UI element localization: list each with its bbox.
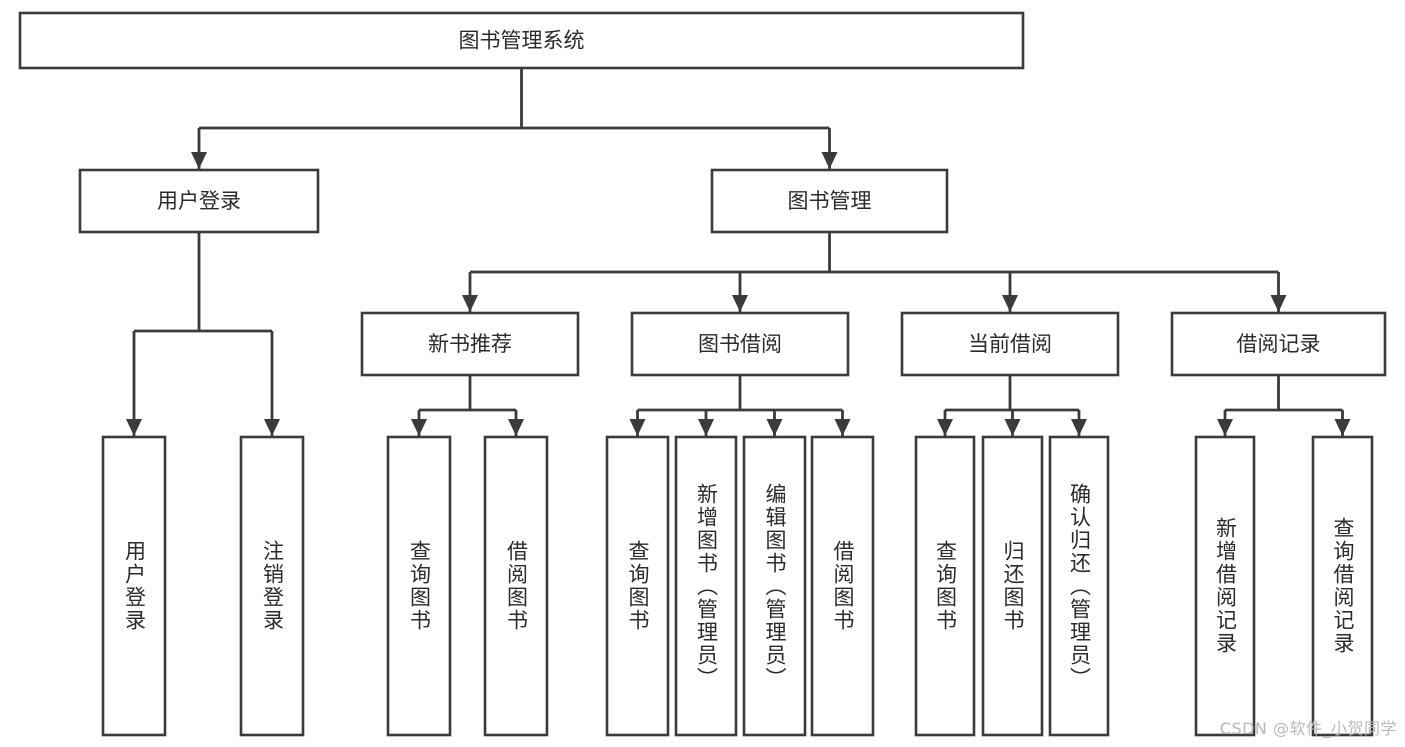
- arrowhead-to-leaf-add-book: [698, 419, 714, 436]
- arrowhead-to-leaf-user-logout: [264, 419, 280, 436]
- arrowhead-to-user-login: [191, 152, 207, 169]
- leaf-leaf-return-book-rect[interactable]: [981, 435, 1044, 737]
- arrowhead-to-borrow-record: [1270, 295, 1287, 312]
- connector-layer: [126, 68, 1351, 436]
- node-book-manage-label: 图书管理: [788, 189, 872, 213]
- node-book-manage-rect[interactable]: [710, 168, 949, 234]
- arrowhead-to-leaf-query-record: [1334, 419, 1351, 436]
- arrowhead-to-leaf-return-book: [1004, 419, 1021, 436]
- node-user-login[interactable]: [78, 168, 320, 234]
- arrowhead-to-leaf-query-book-1: [411, 419, 427, 436]
- leaf-leaf-add-book-rect[interactable]: [674, 435, 738, 737]
- arrowhead-to-leaf-borrow-book-2: [834, 419, 851, 436]
- node-book-borrow[interactable]: [630, 311, 850, 377]
- node-book-borrow-rect[interactable]: [630, 311, 850, 377]
- node-root-label: 图书管理系统: [459, 29, 585, 53]
- leaf-leaf-edit-book-rect[interactable]: [742, 435, 807, 737]
- node-borrow-record-rect[interactable]: [1170, 311, 1387, 377]
- node-borrow-record-label: 借阅记录: [1237, 332, 1321, 356]
- node-user-login-rect[interactable]: [78, 168, 320, 234]
- leaf-leaf-user-login-rect[interactable]: [101, 435, 167, 737]
- arrowhead-to-leaf-confirm-return: [1071, 419, 1087, 436]
- arrowhead-to-leaf-query-book-2: [629, 419, 646, 436]
- arrowhead-to-leaf-borrow-book-1: [508, 419, 524, 436]
- node-root[interactable]: [18, 11, 1025, 70]
- leaf-leaf-borrow-book-1-rect[interactable]: [483, 435, 549, 737]
- node-borrow-record[interactable]: [1170, 311, 1387, 377]
- node-current-borrow-label: 当前借阅: [968, 332, 1052, 356]
- leaf-leaf-query-record-rect[interactable]: [1311, 435, 1374, 737]
- node-root-rect[interactable]: [18, 11, 1025, 70]
- leaf-leaf-confirm-return-rect[interactable]: [1048, 435, 1110, 737]
- arrowhead-to-book-borrow: [732, 295, 748, 312]
- arrowhead-to-new-book-recommend: [462, 295, 478, 312]
- node-book-manage[interactable]: [710, 168, 949, 234]
- arrowhead-to-leaf-edit-book: [766, 419, 783, 436]
- leaf-leaf-user-logout-rect[interactable]: [239, 435, 305, 737]
- arrowhead-to-book-manage: [821, 152, 838, 169]
- node-user-login-label: 用户登录: [157, 189, 241, 213]
- leaf-leaf-query-book-3-rect[interactable]: [914, 435, 976, 737]
- node-current-borrow[interactable]: [900, 311, 1120, 377]
- arrowhead-to-leaf-user-login: [126, 419, 142, 436]
- leaf-leaf-query-book-2-rect[interactable]: [605, 435, 670, 737]
- arrowhead-to-leaf-add-record: [1217, 419, 1233, 436]
- arrowhead-to-leaf-query-book-3: [937, 419, 953, 436]
- node-box-layer: [18, 11, 1387, 737]
- node-book-borrow-label: 图书借阅: [698, 332, 782, 356]
- watermark-text: CSDN @软件_小贺同学: [1219, 719, 1397, 738]
- leaf-leaf-query-book-1-rect[interactable]: [386, 435, 452, 737]
- node-new-book-recommend-rect[interactable]: [360, 311, 580, 377]
- node-current-borrow-rect[interactable]: [900, 311, 1120, 377]
- arrowhead-to-current-borrow: [1002, 295, 1018, 312]
- node-new-book-recommend[interactable]: [360, 311, 580, 377]
- leaf-leaf-add-record-rect[interactable]: [1194, 435, 1256, 737]
- leaf-leaf-borrow-book-2-rect[interactable]: [810, 435, 875, 737]
- node-new-book-recommend-label: 新书推荐: [428, 332, 512, 356]
